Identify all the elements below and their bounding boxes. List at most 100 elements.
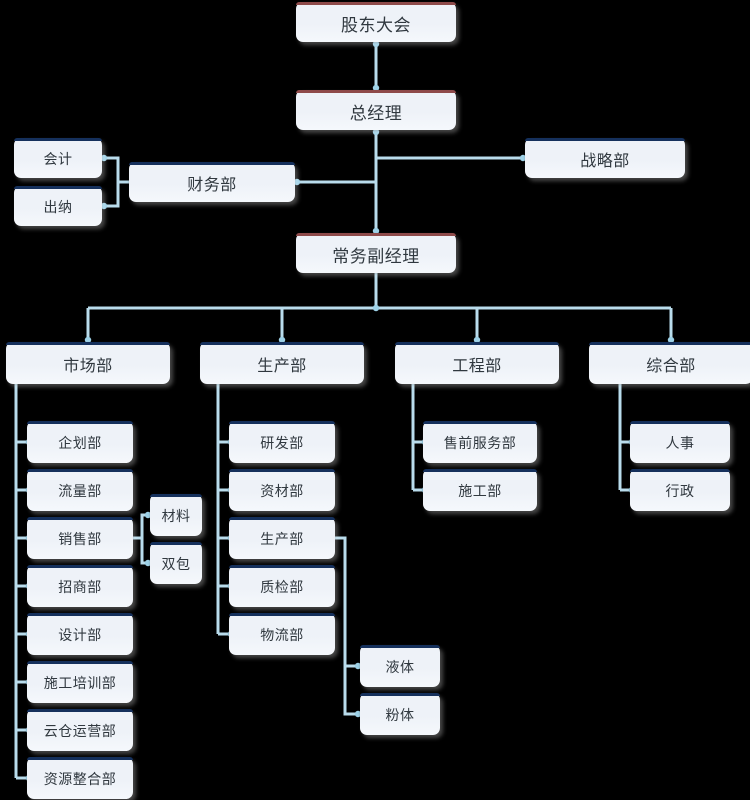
node-cap bbox=[200, 342, 364, 345]
node-label: 售前服务部 bbox=[443, 435, 517, 451]
node-cap bbox=[129, 162, 295, 165]
node-materials-dept[interactable]: 资材部 bbox=[229, 469, 335, 511]
node-strategy-dept[interactable]: 战略部 bbox=[525, 138, 685, 178]
node-label: 财务部 bbox=[187, 177, 237, 194]
node-resource-integration-dept[interactable]: 资源整合部 bbox=[27, 757, 133, 799]
node-cashier[interactable]: 出纳 bbox=[14, 186, 102, 226]
link-sales-bracket bbox=[133, 513, 150, 540]
node-label: 综合部 bbox=[646, 358, 696, 375]
node-cap bbox=[27, 565, 133, 568]
node-cap bbox=[6, 342, 170, 345]
node-cloud-warehouse-ops-dept[interactable]: 云仓运营部 bbox=[27, 709, 133, 751]
node-cap bbox=[525, 138, 685, 141]
node-label: 招商部 bbox=[58, 579, 102, 595]
node-cap bbox=[630, 421, 730, 424]
node-shareholders-meeting[interactable]: 股东大会 bbox=[296, 2, 456, 42]
node-sales-dept[interactable]: 销售部 bbox=[27, 517, 133, 559]
node-general-affairs-dept[interactable]: 综合部 bbox=[589, 342, 750, 384]
link-subproduction-to-liquid bbox=[335, 536, 360, 668]
link-finance-bracket2 bbox=[102, 182, 120, 208]
node-label: 常务副经理 bbox=[332, 246, 420, 266]
node-cap bbox=[423, 469, 537, 472]
node-cap bbox=[395, 342, 559, 345]
node-cap bbox=[27, 469, 133, 472]
node-design-dept[interactable]: 设计部 bbox=[27, 613, 133, 655]
node-cap bbox=[296, 90, 456, 93]
node-label: 会计 bbox=[43, 151, 73, 167]
node-planning-dept[interactable]: 企划部 bbox=[27, 421, 133, 463]
node-label: 施工培训部 bbox=[43, 675, 117, 691]
node-label: 工程部 bbox=[452, 358, 502, 375]
node-label: 资源整合部 bbox=[43, 771, 117, 787]
node-human-resources[interactable]: 人事 bbox=[630, 421, 730, 463]
node-cap bbox=[229, 517, 335, 520]
node-label: 战略部 bbox=[580, 153, 630, 170]
node-cap bbox=[360, 645, 440, 648]
node-label: 设计部 bbox=[58, 627, 102, 643]
node-material[interactable]: 材料 bbox=[150, 494, 202, 536]
node-cap bbox=[27, 661, 133, 664]
node-label: 行政 bbox=[665, 483, 695, 499]
node-cap bbox=[630, 469, 730, 472]
node-label: 生产部 bbox=[257, 358, 307, 375]
link-sales-bracket2 bbox=[140, 538, 150, 565]
node-executive-deputy-manager[interactable]: 常务副经理 bbox=[296, 233, 456, 273]
link-subproduction-to-powder bbox=[343, 666, 360, 716]
node-cap bbox=[27, 421, 133, 424]
node-investment-dept[interactable]: 招商部 bbox=[27, 565, 133, 607]
node-cap bbox=[229, 565, 335, 568]
node-presales-service-dept[interactable]: 售前服务部 bbox=[423, 421, 537, 463]
node-cap bbox=[423, 421, 537, 424]
node-label: 液体 bbox=[385, 659, 415, 675]
node-cap bbox=[14, 138, 102, 141]
link-finance-bracket bbox=[102, 156, 129, 184]
node-label: 企划部 bbox=[58, 435, 102, 451]
node-cap bbox=[27, 517, 133, 520]
node-construction-training-dept[interactable]: 施工培训部 bbox=[27, 661, 133, 703]
node-cap bbox=[27, 757, 133, 760]
node-label: 生产部 bbox=[260, 531, 304, 547]
node-cap bbox=[27, 613, 133, 616]
node-label: 云仓运营部 bbox=[43, 723, 117, 739]
node-production-dept[interactable]: 生产部 bbox=[200, 342, 364, 384]
node-cap bbox=[229, 421, 335, 424]
node-construction-dept[interactable]: 施工部 bbox=[423, 469, 537, 511]
node-accounting[interactable]: 会计 bbox=[14, 138, 102, 178]
node-cap bbox=[27, 709, 133, 712]
node-cap bbox=[229, 469, 335, 472]
node-label: 股东大会 bbox=[341, 15, 411, 35]
node-quality-inspection-dept[interactable]: 质检部 bbox=[229, 565, 335, 607]
node-label: 总经理 bbox=[349, 103, 403, 123]
node-label: 资材部 bbox=[260, 483, 304, 499]
node-label: 双包 bbox=[161, 556, 191, 572]
node-cap bbox=[150, 494, 202, 497]
node-cap bbox=[296, 233, 456, 236]
node-logistics-dept[interactable]: 物流部 bbox=[229, 613, 335, 655]
node-marketing-dept[interactable]: 市场部 bbox=[6, 342, 170, 384]
node-label: 材料 bbox=[161, 508, 191, 524]
node-label: 质检部 bbox=[260, 579, 304, 595]
node-traffic-dept[interactable]: 流量部 bbox=[27, 469, 133, 511]
node-rnd-dept[interactable]: 研发部 bbox=[229, 421, 335, 463]
node-cap bbox=[360, 693, 440, 696]
node-production-sub-dept[interactable]: 生产部 bbox=[229, 517, 335, 559]
node-engineering-dept[interactable]: 工程部 bbox=[395, 342, 559, 384]
node-double-package[interactable]: 双包 bbox=[150, 542, 202, 584]
node-label: 销售部 bbox=[58, 531, 102, 547]
node-cap bbox=[14, 186, 102, 189]
node-cap bbox=[150, 542, 202, 545]
node-administration[interactable]: 行政 bbox=[630, 469, 730, 511]
node-label: 市场部 bbox=[63, 358, 113, 375]
node-label: 出纳 bbox=[43, 199, 73, 215]
node-label: 流量部 bbox=[58, 483, 102, 499]
node-general-manager[interactable]: 总经理 bbox=[296, 90, 456, 130]
node-cap bbox=[589, 342, 750, 345]
node-powder[interactable]: 粉体 bbox=[360, 693, 440, 735]
node-finance-dept[interactable]: 财务部 bbox=[129, 162, 295, 202]
node-label: 人事 bbox=[665, 435, 695, 451]
node-liquid[interactable]: 液体 bbox=[360, 645, 440, 687]
node-label: 物流部 bbox=[260, 627, 304, 643]
node-label: 施工部 bbox=[458, 483, 502, 499]
node-label: 粉体 bbox=[385, 707, 415, 723]
